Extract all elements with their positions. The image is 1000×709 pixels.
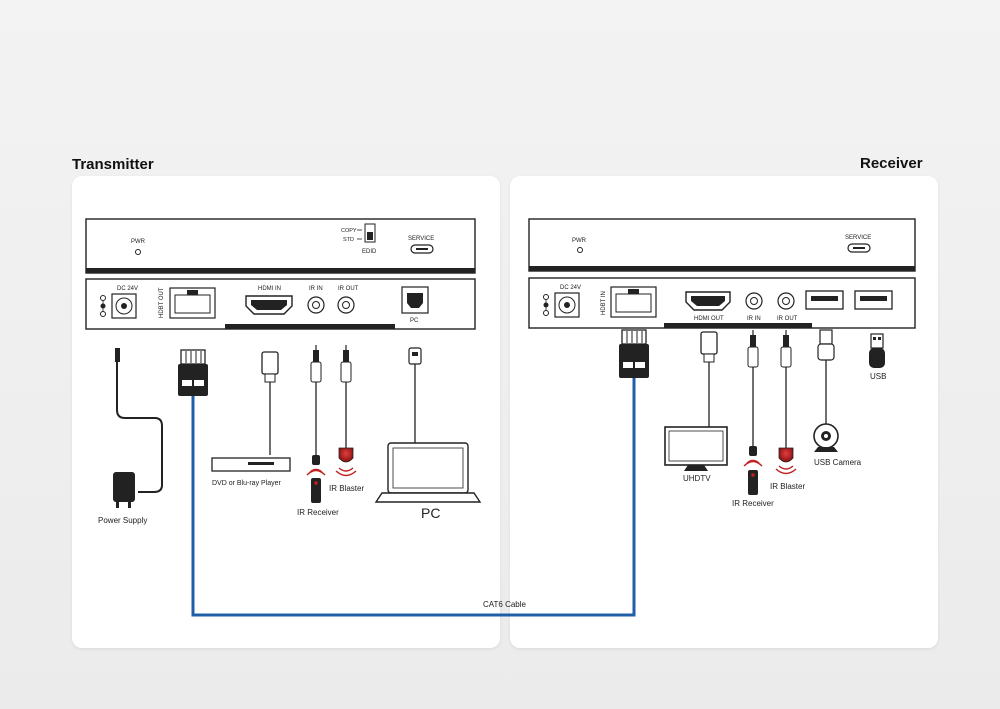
rx-pwr-led [577, 247, 583, 253]
rx-ir-blaster: IR Blaster [770, 330, 805, 491]
rx-pwr-label: PWR [572, 238, 587, 244]
cat6-cable-label: CAT6 Cable [483, 600, 527, 609]
usb-label: USB [870, 372, 886, 381]
dvd-player-label: DVD or Blu-ray Player [212, 480, 282, 487]
tx-dc-label: DC 24V [117, 286, 138, 292]
remote-control-icon [311, 478, 321, 503]
ir-blaster-icon [338, 447, 354, 463]
rx-ir-blaster-label: IR Blaster [770, 482, 805, 491]
rx-ir-in-label: IR IN [747, 316, 761, 322]
tx-rj45-connector [178, 349, 208, 396]
usb-camera: USB Camera [813, 329, 862, 467]
tv-icon [664, 426, 728, 466]
usb-camera-label: USB Camera [814, 458, 862, 467]
rx-ir-out-label: IR OUT [777, 316, 798, 322]
tx-hdbt-out-label: HDBT OUT [159, 287, 165, 318]
receiver-front-panel: PWR SERVICE [528, 218, 916, 272]
tx-ir-blaster: IR Blaster [329, 345, 364, 493]
power-supply-label: Power Supply [98, 516, 147, 525]
cat6-cable [191, 378, 636, 617]
rx-dc-label: DC 24V [560, 285, 581, 291]
tx-std-label: STD [343, 237, 354, 243]
rx-ir-blaster-icon [778, 447, 794, 463]
tx-edid-label: EDID [362, 249, 377, 255]
transmitter-title: Transmitter [72, 156, 154, 173]
tx-ir-in-port[interactable] [307, 296, 325, 314]
rx-hdmi-out-label: HDMI OUT [694, 316, 724, 322]
tx-ir-receiver: IR Receiver [297, 345, 339, 517]
tx-ir-receiver-label: IR Receiver [297, 508, 339, 517]
rx-ir-receiver-label: IR Receiver [732, 499, 774, 508]
tx-hdmi-in-label: HDMI IN [258, 286, 281, 292]
transmitter-rear-panel: DC 24V HDBT OUT HDMI IN IR IN IR OUT PC [85, 278, 476, 330]
tx-ir-blaster-label: IR Blaster [329, 484, 364, 493]
tx-pwr-label: PWR [131, 239, 146, 245]
uhdtv: UHDTV [664, 331, 728, 483]
rx-hdbt-in-label: HDBT IN [601, 291, 607, 315]
tx-pwr-led [135, 249, 141, 255]
tx-copy-label: COPY [341, 228, 357, 234]
tx-ir-out-port[interactable] [337, 296, 355, 314]
receiver-title: Receiver [860, 155, 923, 172]
usb-stick: USB [869, 333, 886, 381]
rx-service-label: SERVICE [845, 235, 871, 241]
power-adapter-icon [113, 472, 135, 502]
rx-remote-control-icon [748, 470, 758, 495]
tx-service-label: SERVICE [408, 236, 434, 242]
transmitter-front-panel: PWR COPY STD EDID SERVICE [85, 218, 476, 274]
tx-ir-out-label: IR OUT [338, 286, 359, 292]
uhdtv-label: UHDTV [683, 474, 711, 483]
rx-ir-out-port[interactable] [777, 292, 795, 310]
rx-ir-receiver: IR Receiver [732, 330, 774, 508]
rx-ir-in-port[interactable] [745, 292, 763, 310]
tx-pc-label: PC [410, 318, 419, 324]
receiver-rear-panel: DC 24V HDBT IN HDMI OUT IR IN IR OUT [528, 277, 916, 329]
usb-drive-icon [869, 348, 885, 368]
pc-label: PC [421, 505, 440, 521]
power-supply: Power Supply [98, 348, 163, 525]
tx-ir-in-label: IR IN [309, 286, 323, 292]
pc-laptop: PC [374, 347, 482, 521]
dvd-player: DVD or Blu-ray Player [211, 351, 291, 487]
rx-rj45-connector [619, 329, 649, 378]
laptop-icon [387, 442, 469, 494]
